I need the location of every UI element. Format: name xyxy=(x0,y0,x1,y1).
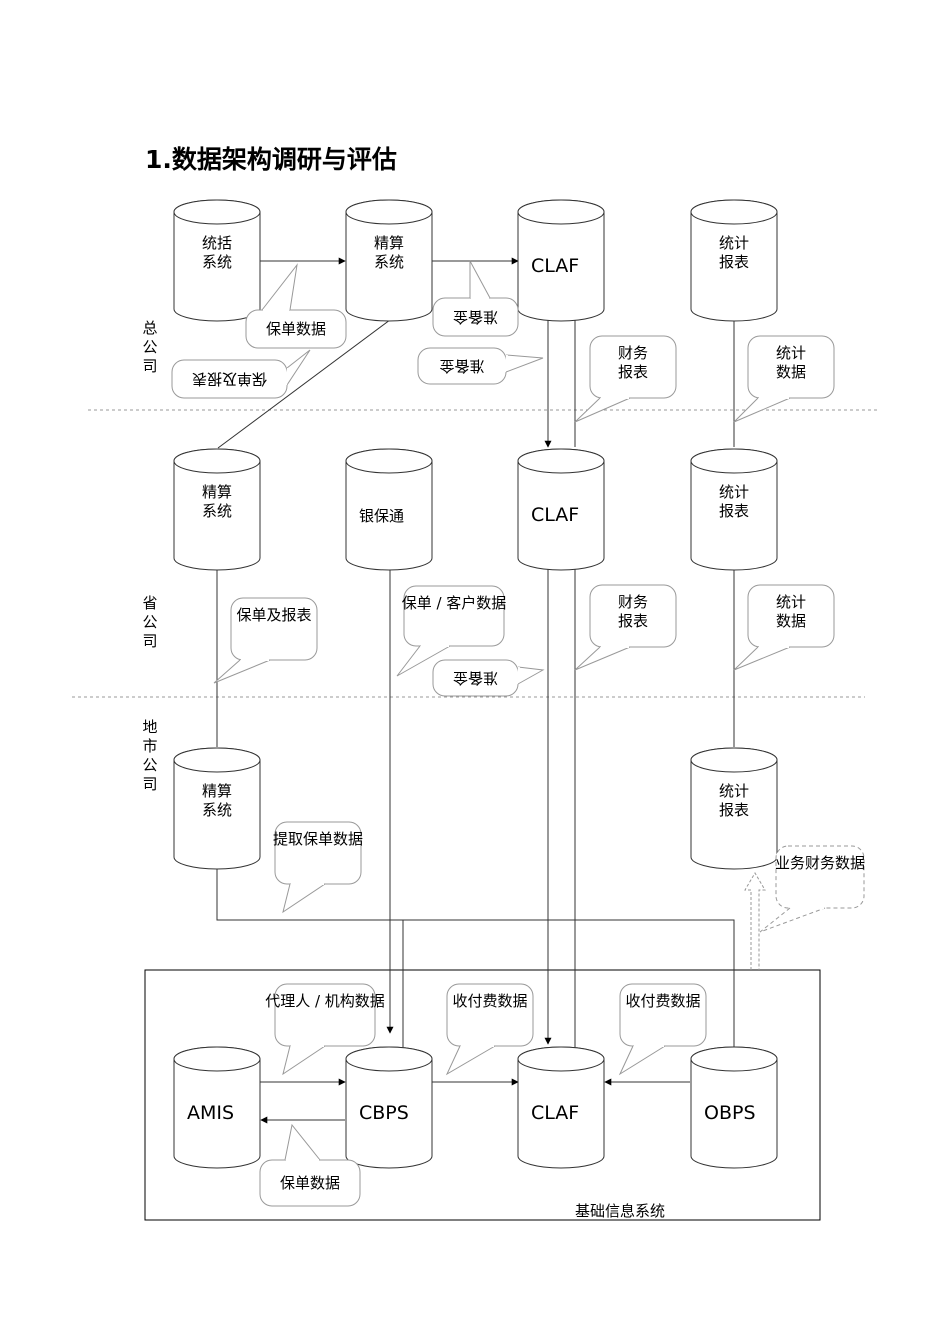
base-policy-data-callout: 保单数据 xyxy=(259,1123,361,1207)
cylinder-label: 系统 xyxy=(202,502,232,520)
callout-text: 财务 xyxy=(618,344,648,362)
city-biz-fin-data-callout: 业务财务数据 xyxy=(759,845,865,933)
callout-text: 数据 xyxy=(776,363,806,381)
hq-reserve-2-callout: 准备金 xyxy=(417,347,544,385)
cylinder-label: 精算 xyxy=(202,782,232,800)
hq-policy-data-callout: 保单数据 xyxy=(245,263,347,349)
callout-text: 准备金 xyxy=(453,669,498,687)
svg-text:公: 公 xyxy=(142,756,157,774)
prov-yinbaotong-cylinder: 银保通 xyxy=(345,448,433,571)
callout-text: 保单数据 xyxy=(280,1174,340,1192)
svg-text:公: 公 xyxy=(142,613,157,631)
cylinder-label: 系统 xyxy=(202,801,232,819)
callout-text: 统计 xyxy=(776,344,806,362)
cylinder-label: CLAF xyxy=(531,255,579,277)
svg-text:省: 省 xyxy=(142,594,157,612)
hq-policy-reports-callout: 保单及报表 xyxy=(171,349,311,399)
cylinder-label: 精算 xyxy=(202,483,232,501)
hq-reserve-1-callout: 准备金 xyxy=(432,260,519,337)
arrow-obps-to-city-jingsuan xyxy=(213,859,735,1047)
callout-text: 报表 xyxy=(618,363,648,381)
base-payment-1-callout: 收付费数据 xyxy=(445,983,534,1076)
amis-cylinder: AMIS xyxy=(173,1046,261,1169)
callout-text: 保单及报表 xyxy=(192,370,267,388)
cylinder-label: 银保通 xyxy=(359,507,404,525)
page-title: 1.数据架构调研与评估 xyxy=(145,145,397,174)
cylinder-label: 统括 xyxy=(202,234,232,252)
svg-text:司: 司 xyxy=(142,357,157,375)
prov-policy-reports-callout: 保单及报表 xyxy=(213,597,318,684)
cylinder-label: CBPS xyxy=(359,1102,409,1124)
cylinder-label: 精算 xyxy=(374,234,404,252)
callout-text: 收付费数据 xyxy=(452,992,527,1010)
cylinder-label: 报表 xyxy=(719,253,749,271)
callout-text: 财务 xyxy=(618,593,648,611)
base-system-box xyxy=(144,969,821,1221)
obps-cylinder: OBPS xyxy=(690,1046,778,1169)
svg-text:司: 司 xyxy=(142,632,157,650)
cylinder-label: 系统 xyxy=(374,253,404,271)
prov-reserve-callout: 准备金 xyxy=(432,659,545,697)
callout-text: 报表 xyxy=(618,612,648,630)
city-extract-policy-callout: 提取保单数据 xyxy=(273,821,363,914)
callout-text: 提取保单数据 xyxy=(273,830,363,848)
callout-text: 统计 xyxy=(776,593,806,611)
callout-text: 代理人 / 机构数据 xyxy=(265,992,385,1010)
arrow-prov-jingsuan-to-hq-jingsuan xyxy=(217,310,403,449)
base-agent-org-callout: 代理人 / 机构数据 xyxy=(265,983,385,1076)
cylinder-label: 统计 xyxy=(719,234,749,252)
callout-text: 保单及报表 xyxy=(236,606,311,624)
callout-text: 业务财务数据 xyxy=(775,854,865,872)
cbps-cylinder: CBPS xyxy=(345,1046,433,1169)
cylinder-label: OBPS xyxy=(704,1102,756,1124)
svg-text:司: 司 xyxy=(142,775,157,793)
callout-text: 准备金 xyxy=(453,308,498,326)
svg-text:总: 总 xyxy=(142,319,157,337)
cylinder-label: AMIS xyxy=(187,1102,234,1124)
cylinder-label: CLAF xyxy=(531,504,579,526)
callout-text: 收付费数据 xyxy=(625,992,700,1010)
level-label-city: 地 市 公 司 xyxy=(142,718,157,793)
cylinder-label: 报表 xyxy=(719,801,749,819)
cylinder-label: 统计 xyxy=(719,782,749,800)
svg-text:地: 地 xyxy=(142,718,157,736)
dashed-biz-fin-arrow xyxy=(744,872,766,970)
svg-text:公: 公 xyxy=(142,338,157,356)
level-label-province: 省 公 司 xyxy=(142,594,157,650)
base-payment-2-callout: 收付费数据 xyxy=(618,983,707,1076)
callout-text: 准备金 xyxy=(439,357,484,375)
callout-text: 保单 / 客户数据 xyxy=(402,594,507,612)
svg-text:市: 市 xyxy=(142,737,157,755)
base-claf-cylinder: CLAF xyxy=(517,1046,605,1169)
hq-claf-cylinder: CLAF xyxy=(517,199,605,322)
prov-policy-customer-callout: 保单 / 客户数据 xyxy=(396,585,507,677)
prov-claf-cylinder: CLAF xyxy=(517,448,605,571)
cylinder-label: 报表 xyxy=(719,502,749,520)
cylinder-label: CLAF xyxy=(531,1102,579,1124)
base-system-label: 基础信息系统 xyxy=(575,1202,665,1220)
callout-text: 数据 xyxy=(776,612,806,630)
level-label-head-office: 总 公 司 xyxy=(142,319,157,375)
cylinder-label: 系统 xyxy=(202,253,232,271)
cylinder-label: 统计 xyxy=(719,483,749,501)
callout-text: 保单数据 xyxy=(266,320,326,338)
